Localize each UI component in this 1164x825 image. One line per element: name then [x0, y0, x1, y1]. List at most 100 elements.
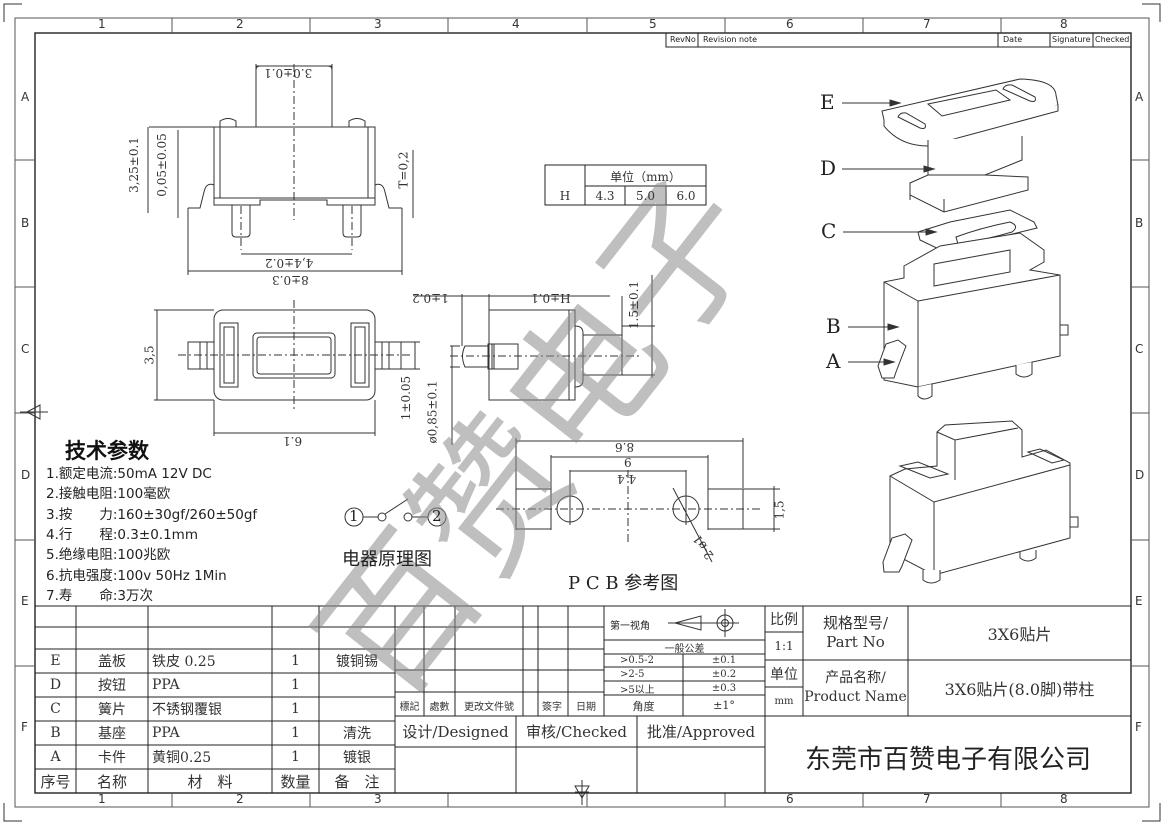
approved-label: 批准/Approved	[646, 723, 756, 741]
bom-header: 名称	[96, 772, 127, 791]
tolerance-value: ±1°	[713, 699, 735, 712]
dim-pcb-pad-height: 1,5	[772, 500, 787, 520]
row-label: B	[21, 216, 30, 230]
row-label: C	[1135, 342, 1144, 356]
title-block-grid	[35, 605, 1131, 794]
schematic-node-2: 2	[432, 507, 442, 525]
part-no-label: 规格型号/ Part No	[803, 606, 908, 660]
row-label: C	[21, 342, 30, 356]
row-label: F	[21, 720, 28, 734]
rev-no-header: RevNo	[670, 35, 696, 44]
bom-cell: 镀铜锡	[336, 654, 378, 670]
tolerance-range: 角度	[632, 699, 655, 713]
bom-header: 数量	[280, 772, 311, 791]
dim-lead: 1±0.05	[399, 375, 414, 421]
bom-header: 序号	[40, 772, 71, 791]
tech-param-item: 2.接触电阻:100毫欧	[46, 486, 171, 502]
dim-pcb-center: 4.4	[617, 472, 637, 486]
assembled-view	[882, 420, 1079, 584]
bom-cell: 1	[291, 725, 300, 741]
side-view	[414, 275, 655, 445]
product-name-label-cn: 产品名称/	[825, 670, 886, 686]
dim-overall-width: 8±0.3	[272, 273, 309, 287]
row-label: B	[1135, 216, 1144, 230]
unit-label: 单位	[770, 666, 798, 683]
part-no-value: 3X6贴片	[987, 625, 1052, 644]
revision-header-table	[665, 32, 1132, 48]
col-label: 8	[1060, 17, 1068, 31]
col-label: 5	[649, 17, 657, 31]
dim-top-height: 3,5	[142, 345, 157, 365]
tech-param-item: 3.按 力:160±30gf/260±50gf	[46, 507, 258, 523]
col-label: 3	[374, 17, 382, 31]
tech-param-item: 5.绝缘电阻:100兆欧	[46, 547, 171, 563]
rev-block-header: 日期	[576, 702, 596, 713]
exploded-view	[877, 78, 1069, 400]
pcb-reference	[496, 438, 780, 563]
bom-cell	[319, 673, 395, 697]
pcb-caption: P C B 参考图	[568, 573, 679, 594]
top-view	[154, 300, 420, 436]
designed-label: 设计/Designed	[402, 723, 509, 741]
row-label: D	[21, 468, 31, 482]
checked-header: Checked	[1095, 35, 1130, 44]
product-name-label: 产品名称/ Product Name	[803, 660, 908, 716]
bom-cell: 铁皮 0.25	[152, 654, 216, 670]
signature-header: Signature	[1052, 35, 1091, 44]
projection-label: 第一视角	[610, 621, 650, 632]
col-label: 1	[98, 792, 106, 806]
bom-cell: 基座	[98, 726, 126, 742]
tolerance-range: >5以上	[620, 684, 655, 696]
row-label: A	[21, 90, 30, 104]
dim-button-width: 3.0±0.1	[264, 66, 313, 80]
bom-cell: D	[49, 677, 62, 693]
first-angle-projection-icon	[668, 609, 739, 637]
bom-cell: 盖板	[98, 654, 126, 670]
col-label: 6	[786, 792, 794, 806]
height-table-grid	[544, 164, 707, 206]
height-table-row-label: H	[559, 189, 571, 203]
col-label: 1	[98, 17, 106, 31]
bom-cell: C	[50, 701, 61, 717]
bom-cell: 1	[291, 701, 300, 717]
bom-header: 材 料	[187, 772, 233, 791]
dim-button-height: H±0.1	[531, 291, 571, 305]
col-label: 3	[374, 792, 382, 806]
tech-param-item: 1.额定电流:50mA 12V DC	[46, 466, 212, 482]
bom-cell: PPA	[152, 725, 180, 741]
company-name: 东莞市百赞电子有限公司	[804, 745, 1091, 775]
dim-offset: 0,05±0.05	[154, 133, 169, 197]
dim-pin-pitch: 4,4±0.2	[265, 256, 314, 270]
col-label: 6	[786, 17, 794, 31]
schematic-node-1: 1	[349, 507, 359, 525]
col-label: 7	[923, 792, 931, 806]
bom-cell: 簧片	[98, 702, 126, 718]
tech-param-item: 4.行 程:0.3±0.1mm	[46, 527, 198, 543]
schematic-caption: 电器原理图	[342, 549, 432, 570]
tech-param-item: 7.寿 命:3万次	[46, 588, 154, 604]
label-a: A	[826, 349, 841, 373]
bom-cell: 不锈钢覆银	[152, 702, 222, 718]
row-label: D	[1135, 468, 1145, 482]
bom-cell: 按钮	[98, 678, 126, 694]
label-e: E	[820, 90, 835, 114]
corner-marks	[3, 3, 1161, 822]
dim-pcb-inner: 6	[624, 456, 632, 470]
height-value: 5.0	[635, 189, 656, 203]
revision-note-header: Revision note	[703, 35, 757, 44]
dim-top-width: 6.1	[283, 434, 303, 448]
tolerance-value: ±0.1	[711, 655, 737, 666]
dim-lead-length: 1±0.2	[412, 291, 449, 305]
tolerance-title: 一般公差	[664, 643, 705, 655]
tolerance-range: >2-5	[620, 668, 645, 680]
row-label: E	[1135, 594, 1143, 608]
row-label: A	[1135, 90, 1144, 104]
bom-cell: E	[50, 653, 61, 669]
bom-cell: 卡件	[98, 750, 126, 766]
product-name-value: 3X6贴片(8.0脚)带柱	[944, 680, 1095, 699]
label-d: D	[820, 156, 837, 180]
col-label: 4	[512, 17, 520, 31]
label-c: C	[821, 219, 837, 243]
schematic-diagram	[344, 498, 447, 527]
